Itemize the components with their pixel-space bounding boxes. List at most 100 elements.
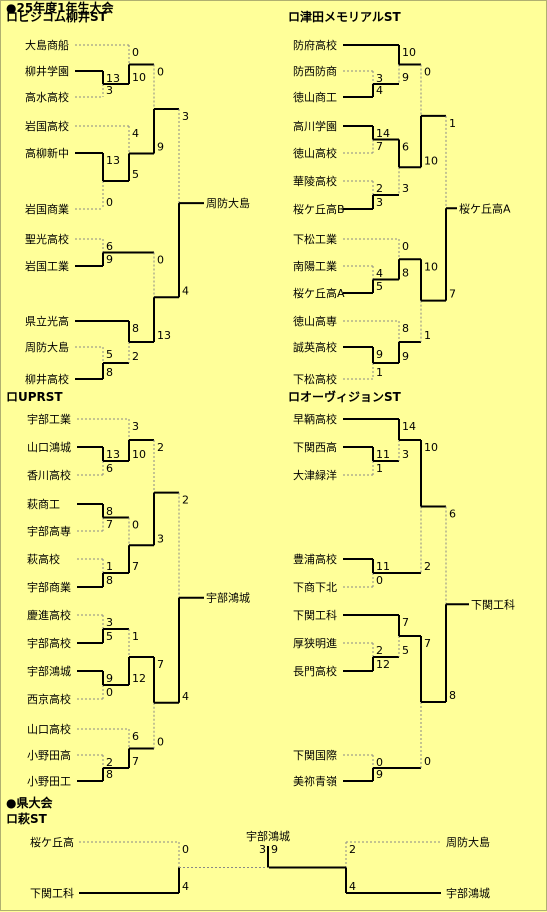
bracket1-champion: 周防大島 xyxy=(206,196,250,210)
bracket3-team-2-1-2: 宇部高校 xyxy=(27,636,71,650)
bracket3-team-2-2-3: 小野田工 xyxy=(27,775,71,788)
bracket1-h1g2-r2-score-bottom: 5 xyxy=(132,168,139,181)
bracket2-team-2-2-2: 誠英高校 xyxy=(293,340,337,354)
bracket1-team-1-2-1: 岩国高校 xyxy=(25,119,69,133)
bracket2-h2g1-r1-score-bottom: 5 xyxy=(376,280,383,293)
bracket4-h1g1-r2-score-top: 14 xyxy=(402,420,416,433)
bracket1-h1g1-r1-score-top: 13 xyxy=(106,72,120,85)
bracket1-team-1-2-2: 高柳新中 xyxy=(25,146,69,160)
pref-right-team-1: 周防大島 xyxy=(446,835,490,849)
bracket2-team-2-1-3: 桜ケ丘高A xyxy=(293,286,345,300)
bracket2-h2-semi-score-bottom: 1 xyxy=(424,329,431,342)
bracket4-h2g2-r1-score-top: 0 xyxy=(376,756,383,769)
bracket2-h1g1-r1-score-top: 3 xyxy=(376,72,383,85)
bracket4-team-1-1-3: 大津緑洋 xyxy=(293,468,337,482)
bracket2-team-2-2-1: 徳山高専 xyxy=(293,314,337,328)
bracket1-h2g2-r2-score-top: 8 xyxy=(132,322,139,335)
pref-right-team-2: 宇部鴻城 xyxy=(446,886,490,900)
pref-final-score-left: 3 xyxy=(259,843,266,856)
bracket1-h2g1-r1-score-top: 6 xyxy=(106,240,113,253)
pref-left-score-top: 0 xyxy=(182,843,189,856)
bracket3-h1g1-r2-score-top: 3 xyxy=(132,420,139,433)
bracket3-h1g2-r2-score-bottom: 7 xyxy=(132,560,139,573)
bracket4-h1g1-r1-score-bottom: 1 xyxy=(376,462,383,475)
bracket3-h2g1-r1b-score-top: 9 xyxy=(106,672,113,685)
bracket3-team-1-2-4: 宇部商業 xyxy=(27,580,71,594)
bracket3-team-1-2-1: 萩商工 xyxy=(27,497,60,511)
bracket4-h2g1-r2-score-top: 7 xyxy=(402,616,409,629)
bracket3-title: ロUPRST xyxy=(6,390,63,404)
bracket3-h2g2-r1-score-top: 2 xyxy=(106,756,113,769)
bracket1-h1g1-r2-score-top: 0 xyxy=(132,46,139,59)
bracket1-h1g2-r1-score-bottom: 0 xyxy=(106,196,113,209)
bracket2-final-score-bottom: 7 xyxy=(449,288,456,301)
bracket3-h2-semi-score-top: 7 xyxy=(157,658,164,671)
pref-final-score-right: 9 xyxy=(271,843,278,856)
bracket4-final-score-top: 6 xyxy=(449,508,456,521)
bracket1-h1g2-r2-score-top: 4 xyxy=(132,127,139,140)
bracket3-team-1-2-2: 宇部高専 xyxy=(27,524,71,538)
bracket2-h1g2-r1a-score-top: 14 xyxy=(376,127,390,140)
bracket1-h2g2-r2-score-bottom: 2 xyxy=(132,350,139,363)
bracket3-h1g2-r2-score-top: 0 xyxy=(132,519,139,532)
bracket2-h1-semi-score-bottom: 10 xyxy=(424,154,438,167)
bracket3-h1g2-r1a-score-bottom: 7 xyxy=(106,518,113,531)
bracket2-team-2-1-2: 南陽工業 xyxy=(293,260,337,273)
bracket3-team-1-2-3: 萩高校 xyxy=(27,552,60,566)
bracket2-h1g1-r1-score-bottom: 4 xyxy=(376,84,383,97)
bracket3-team-1-1-2: 山口鴻城 xyxy=(27,440,71,454)
bracket1-team-1-1-1: 大島商船 xyxy=(25,38,69,52)
pref-header: ●県大会 xyxy=(6,795,53,810)
bracket1-title: ロビジコム柳井ST xyxy=(6,9,108,24)
bracket3-h2g1-r1a-score-top: 3 xyxy=(106,616,113,629)
pref-title: ロ萩ST xyxy=(6,811,48,826)
bracket3-h1g2-r1a-score-top: 8 xyxy=(106,505,113,518)
pref-left-team-2: 下関工科 xyxy=(30,886,74,900)
bracket4-h1g1-r1-score-top: 11 xyxy=(376,448,390,461)
bracket2-h1g1-r2-score-bottom: 9 xyxy=(402,71,409,84)
bracket1-team-2-2-3: 柳井高校 xyxy=(25,372,69,386)
bracket2-h2g1-r2-score-bottom: 8 xyxy=(402,267,409,280)
bracket3-team-1-1-1: 宇部工業 xyxy=(27,412,71,426)
bracket3-h2g2-r1-score-bottom: 8 xyxy=(106,768,113,781)
bracket3-h1-semi-score-top: 2 xyxy=(157,441,164,454)
pref-right-score-bottom: 4 xyxy=(349,880,356,893)
bracket2-h1g2-r2-score-top: 6 xyxy=(402,141,409,154)
bracket4-h2-semi-score-bottom: 0 xyxy=(424,755,431,768)
pref-champion: 宇部鴻城 xyxy=(246,829,290,843)
bracket2-team-1-2-2: 徳山高校 xyxy=(293,146,337,160)
bracket3-h2g1-r1b-score-bottom: 0 xyxy=(106,686,113,699)
bracket3-h1-semi-score-bottom: 3 xyxy=(157,532,164,545)
bracket3-h1g2-r1b-score-top: 1 xyxy=(106,560,113,573)
pref-left-score-bottom: 4 xyxy=(182,880,189,893)
bracket4-final-score-bottom: 8 xyxy=(449,689,456,702)
bracket4-h1-semi-score-top: 10 xyxy=(424,441,438,454)
bracket4-h1-semi-score-bottom: 2 xyxy=(424,560,431,573)
bracket3-h1g1-r1-score-top: 13 xyxy=(106,448,120,461)
bracket1-team-2-1-1: 聖光高校 xyxy=(25,232,69,246)
bracket2-h2g1-r2-score-top: 0 xyxy=(402,240,409,253)
bracket4-champion: 下関工科 xyxy=(471,597,515,611)
bracket1-h2g2-r1-score-top: 5 xyxy=(106,348,113,361)
bracket2-h2g2-r2-score-bottom: 9 xyxy=(402,350,409,363)
bracket2-h1g2-r1a-score-bottom: 7 xyxy=(376,140,383,153)
tournament-header: ●25年度1年生大会 xyxy=(6,1,115,15)
bracket4-h1g2-r1-score-top: 11 xyxy=(376,560,390,573)
bracket3-team-2-1-3: 宇部鴻城 xyxy=(27,664,71,678)
bracket2-team-2-2-3: 下松高校 xyxy=(293,372,337,386)
bracket3-team-1-1-3: 香川高校 xyxy=(27,468,71,482)
bracket2-h1g2-r1b-score-top: 2 xyxy=(376,182,383,195)
bracket2-h1-semi-score-top: 0 xyxy=(424,66,431,79)
bracket4-team-2-1-2: 厚狭明進 xyxy=(293,637,337,650)
bracket3-h2g2-r2-score-top: 6 xyxy=(132,730,139,743)
bracket3-final-score-bottom: 4 xyxy=(182,690,189,703)
bracket3-team-2-2-2: 小野田高 xyxy=(27,748,71,762)
bracket3-h2-semi-score-bottom: 0 xyxy=(157,736,164,749)
bracket3-team-2-1-4: 西京高校 xyxy=(27,692,71,706)
bracket4-team-2-2-2: 美祢青嶺 xyxy=(293,775,337,788)
pref-left-team-1: 桜ケ丘高 xyxy=(30,835,74,849)
bracket3-h2g1-r1a-score-bottom: 5 xyxy=(106,630,113,643)
bracket4-h2g1-r1-score-top: 2 xyxy=(376,644,383,657)
bracket3-champion: 宇部鴻城 xyxy=(206,591,250,605)
